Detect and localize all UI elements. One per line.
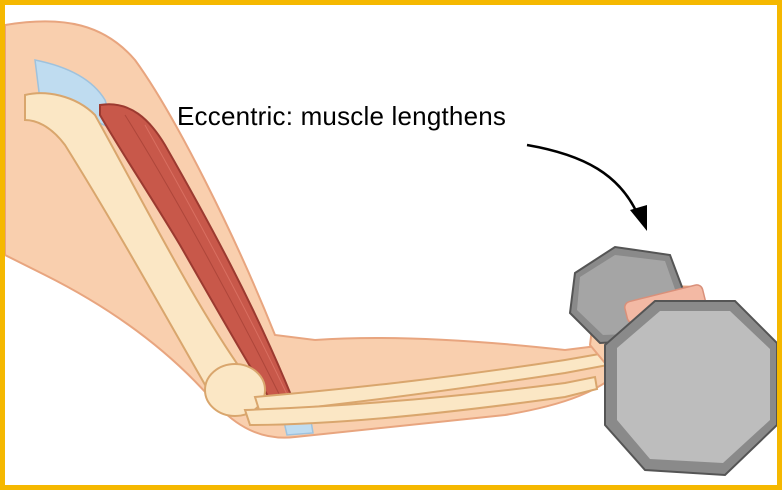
- arrow-shaft: [527, 145, 638, 215]
- curved-arrow-icon: [527, 145, 647, 231]
- arm-illustration: [5, 5, 777, 485]
- arrow-head: [630, 205, 647, 231]
- elbow-joint: [205, 364, 265, 416]
- dumbbell-front-plate-face: [617, 311, 770, 463]
- annotation-label: Eccentric: muscle lengthens: [177, 101, 506, 132]
